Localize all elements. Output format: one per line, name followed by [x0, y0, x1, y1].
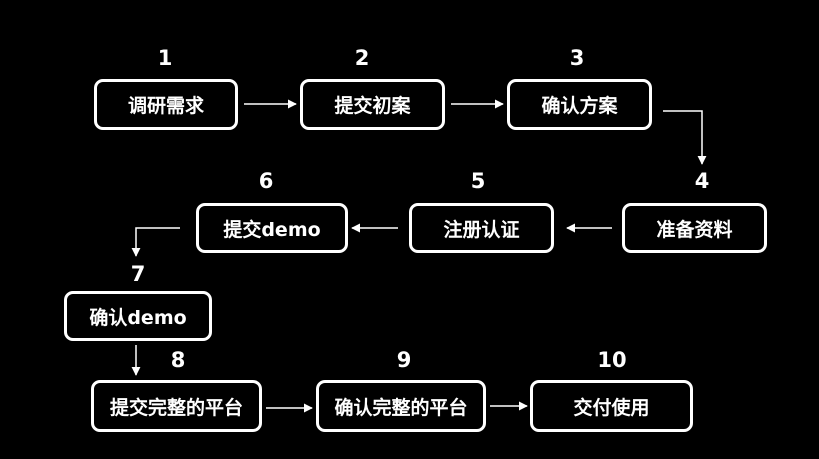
step-number-6: 6 [258, 169, 274, 193]
step-box-7: 确认demo [64, 291, 212, 341]
step-number-4: 4 [694, 169, 710, 193]
step-number-10: 10 [597, 348, 627, 372]
step-number-3: 3 [569, 46, 585, 70]
step-number-7: 7 [130, 262, 146, 286]
step-number-9: 9 [396, 348, 412, 372]
step-box-4: 准备资料 [622, 203, 767, 253]
arrow-3-to-4 [663, 110, 707, 165]
step-box-8: 提交完整的平台 [91, 380, 262, 432]
step-number-1: 1 [157, 46, 173, 70]
step-box-9: 确认完整的平台 [316, 380, 486, 432]
arrow-6-to-7 [131, 227, 180, 257]
step-number-2: 2 [354, 46, 370, 70]
step-number-5: 5 [470, 169, 486, 193]
step-box-3: 确认方案 [507, 79, 652, 130]
step-box-2: 提交初案 [300, 79, 445, 130]
step-box-10: 交付使用 [530, 380, 693, 432]
step-box-1: 调研需求 [94, 79, 238, 130]
step-box-5: 注册认证 [409, 203, 554, 253]
step-box-6: 提交demo [196, 203, 348, 253]
step-number-8: 8 [170, 348, 186, 372]
